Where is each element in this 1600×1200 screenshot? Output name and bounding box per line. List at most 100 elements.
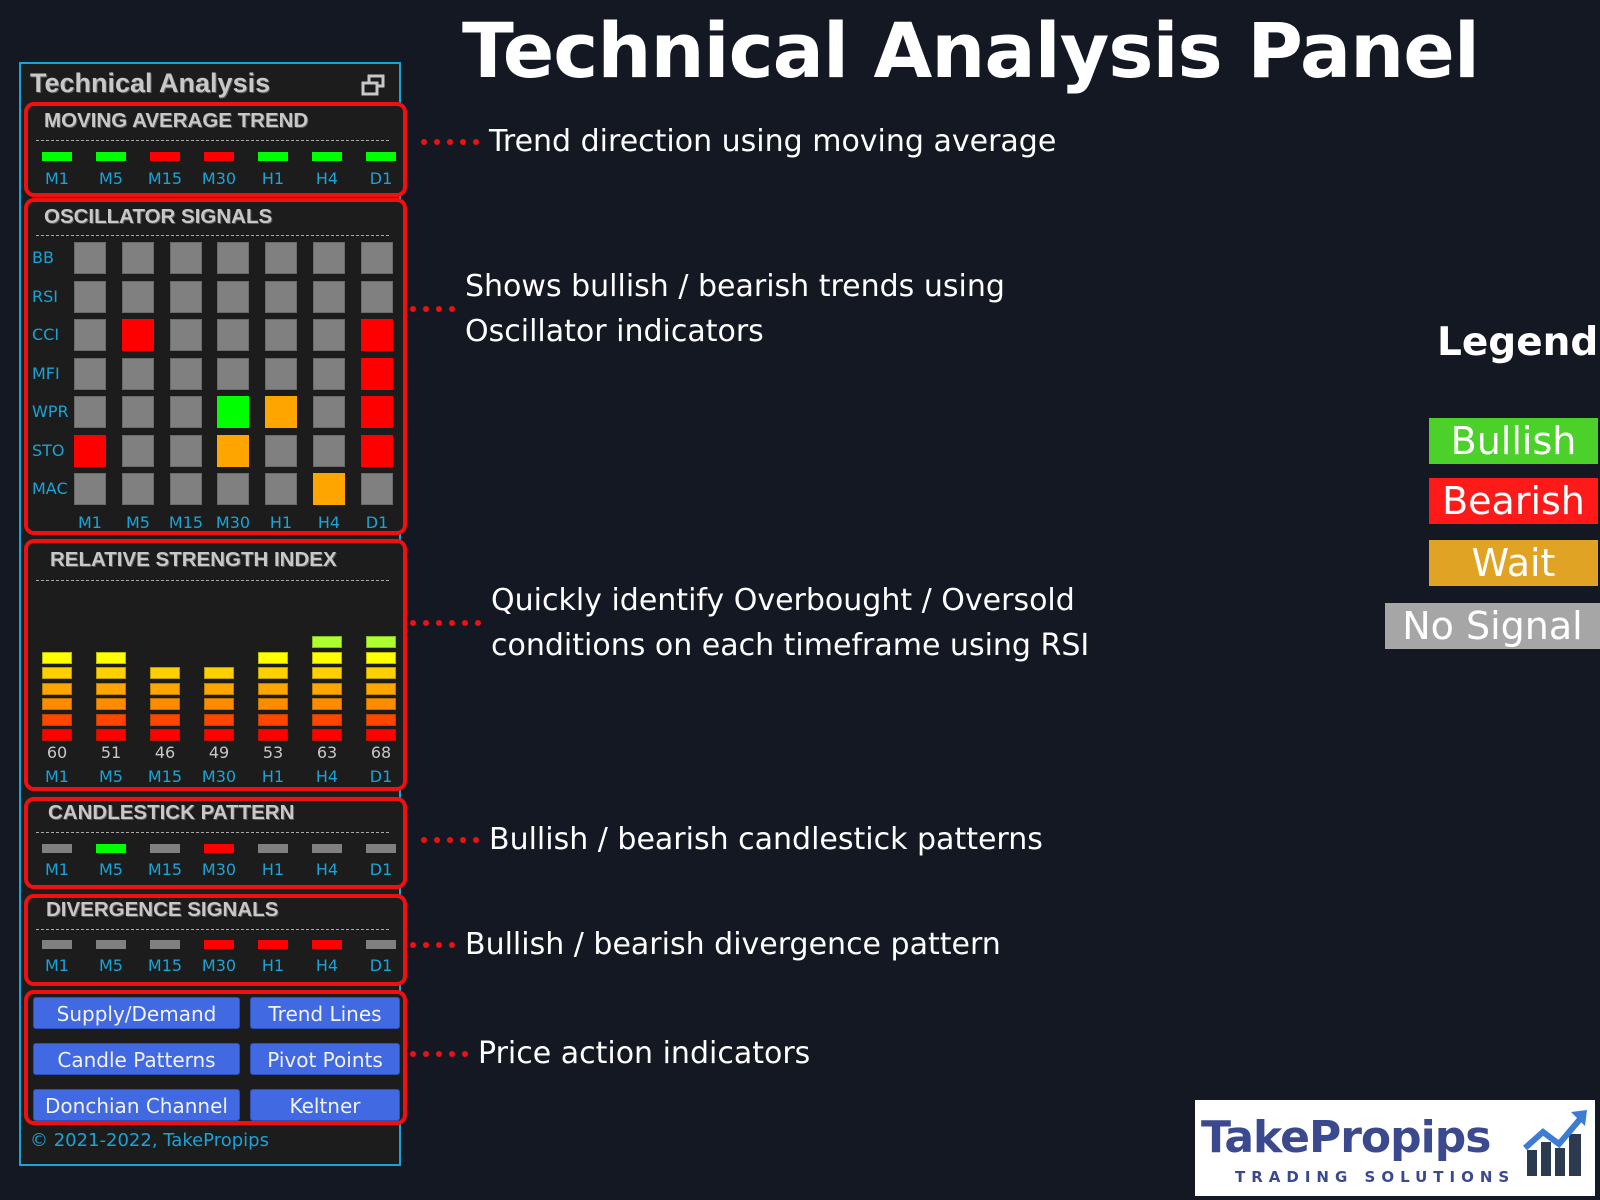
trend-lines-button[interactable]: Trend Lines xyxy=(250,997,400,1029)
rsi-value-m5: 51 xyxy=(100,743,122,762)
oscillator-cell-cci-m15 xyxy=(170,319,202,351)
legend-bullish: Bullish xyxy=(1429,418,1598,464)
rsi-value-m30: 49 xyxy=(208,743,230,762)
chart-growth-icon xyxy=(1523,1110,1587,1176)
rsi-bar-segment xyxy=(258,651,288,664)
rsi-bar-segment xyxy=(366,667,396,679)
oscillator-cell-mac-d1 xyxy=(361,473,393,505)
candle-patterns-button[interactable]: Candle Patterns xyxy=(33,1043,240,1075)
rsi-value-m15: 46 xyxy=(154,743,176,762)
rsi-bar-segment xyxy=(150,698,180,710)
legend-no-signal: No Signal xyxy=(1385,603,1600,649)
oscillator-cell-sto-m5 xyxy=(122,434,154,467)
rsi-bar-segment xyxy=(312,729,342,741)
oscillator-cell-bb-d1 xyxy=(361,242,393,274)
window-restore-icon[interactable] xyxy=(361,74,385,96)
callout-text: Bullish / bearish candlestick patterns xyxy=(489,822,1043,857)
timeframe-label: M30 xyxy=(215,513,251,532)
dotted-connector xyxy=(410,941,455,948)
timeframe-label: M30 xyxy=(201,767,237,786)
legend-wait: Wait xyxy=(1429,540,1598,586)
supply-demand-button[interactable]: Supply/Demand xyxy=(33,997,240,1029)
callout-divergence: Bullish / bearish divergence pattern xyxy=(410,922,1001,967)
oscillator-label-rsi: RSI xyxy=(32,286,58,306)
timeframe-label: M15 xyxy=(147,767,183,786)
oscillator-cell-mfi-h4 xyxy=(313,357,345,390)
candlestick-indicator-m5 xyxy=(96,844,126,853)
oscillator-cell-cci-h4 xyxy=(313,319,345,351)
callout-text: Bullish / bearish divergence pattern xyxy=(465,927,1001,962)
rsi-bar-segment xyxy=(366,729,396,741)
timeframe-label: H4 xyxy=(317,513,341,532)
rsi-bar-segment xyxy=(150,713,180,726)
price-action-buttons-section: Supply/Demand Trend Lines Candle Pattern… xyxy=(24,990,407,1125)
legend-bearish: Bearish xyxy=(1429,478,1598,524)
oscillator-cell-wpr-m5 xyxy=(122,396,154,428)
keltner-button[interactable]: Keltner xyxy=(250,1089,400,1121)
oscillator-cell-bb-m30 xyxy=(217,242,249,274)
timeframe-label: M15 xyxy=(147,956,183,975)
oscillator-cell-mac-h1 xyxy=(265,473,297,505)
callout-text: Quickly identify Overbought / Oversold c… xyxy=(491,583,1090,663)
oscillator-cell-sto-h1 xyxy=(265,434,297,467)
callout-rsi: Quickly identify Overbought / Oversold c… xyxy=(410,578,1089,668)
oscillator-cell-wpr-d1 xyxy=(361,396,393,428)
rsi-bar-segment xyxy=(42,667,72,679)
timeframe-label: M15 xyxy=(147,860,183,879)
rsi-value-h4: 63 xyxy=(316,743,338,762)
rsi-bar-segment xyxy=(366,698,396,710)
section-title: RELATIVE STRENGTH INDEX xyxy=(50,548,337,571)
rsi-bar-segment xyxy=(150,682,180,695)
dotted-connector xyxy=(421,836,479,843)
divergence-indicator-h4 xyxy=(312,940,342,949)
callout-oscillators: Shows bullish / bearish trends using Osc… xyxy=(410,264,1005,354)
rsi-bar-segment xyxy=(366,636,396,648)
oscillator-label-sto: STO xyxy=(32,440,65,460)
divergence-indicator-m1 xyxy=(42,940,72,949)
donchian-channel-button[interactable]: Donchian Channel xyxy=(33,1089,240,1121)
timeframe-label: M15 xyxy=(168,513,204,532)
rsi-bar-segment xyxy=(312,651,342,664)
timeframe-label: H4 xyxy=(315,169,339,188)
timeframe-label: M30 xyxy=(201,860,237,879)
timeframe-label: M5 xyxy=(99,860,123,879)
oscillator-cell-sto-m30 xyxy=(217,434,249,467)
timeframe-label: M5 xyxy=(99,169,123,188)
oscillator-cell-bb-h4 xyxy=(313,242,345,274)
rsi-bar-segment xyxy=(96,729,126,741)
rsi-bar-segment xyxy=(96,667,126,679)
callout-text: Shows bullish / bearish trends using Osc… xyxy=(465,269,1005,349)
oscillator-cell-wpr-h1 xyxy=(265,396,297,428)
oscillator-cell-cci-d1 xyxy=(361,319,393,351)
oscillator-cell-rsi-m15 xyxy=(170,280,202,313)
divider xyxy=(36,140,389,141)
oscillator-cell-mfi-m30 xyxy=(217,357,249,390)
timeframe-label: H4 xyxy=(315,956,339,975)
oscillator-cell-mfi-m1 xyxy=(74,357,106,390)
oscillator-cell-mac-m30 xyxy=(217,473,249,505)
oscillator-cell-cci-m5 xyxy=(122,319,154,351)
oscillator-cell-cci-m1 xyxy=(74,319,106,351)
copyright-text: © 2021-2022, TakePropips xyxy=(30,1130,269,1151)
rsi-bar-segment xyxy=(312,682,342,695)
rsi-bar-segment xyxy=(204,682,234,695)
oscillator-label-mac: MAC xyxy=(32,479,68,498)
rsi-bar-segment xyxy=(366,682,396,695)
divider xyxy=(36,929,389,930)
pivot-points-button[interactable]: Pivot Points xyxy=(250,1043,400,1075)
candlestick-indicator-h4 xyxy=(312,844,342,853)
rsi-bar-segment xyxy=(312,698,342,710)
divergence-indicator-m30 xyxy=(204,940,234,949)
timeframe-label: M1 xyxy=(78,513,102,532)
rsi-bar-segment xyxy=(42,713,72,726)
oscillator-cell-mac-h4 xyxy=(313,473,345,505)
rsi-bar-segment xyxy=(258,698,288,710)
timeframe-label: M5 xyxy=(99,767,123,786)
timeframe-label: D1 xyxy=(369,169,393,188)
ma-indicator-d1 xyxy=(366,152,396,161)
timeframe-label: M30 xyxy=(201,956,237,975)
